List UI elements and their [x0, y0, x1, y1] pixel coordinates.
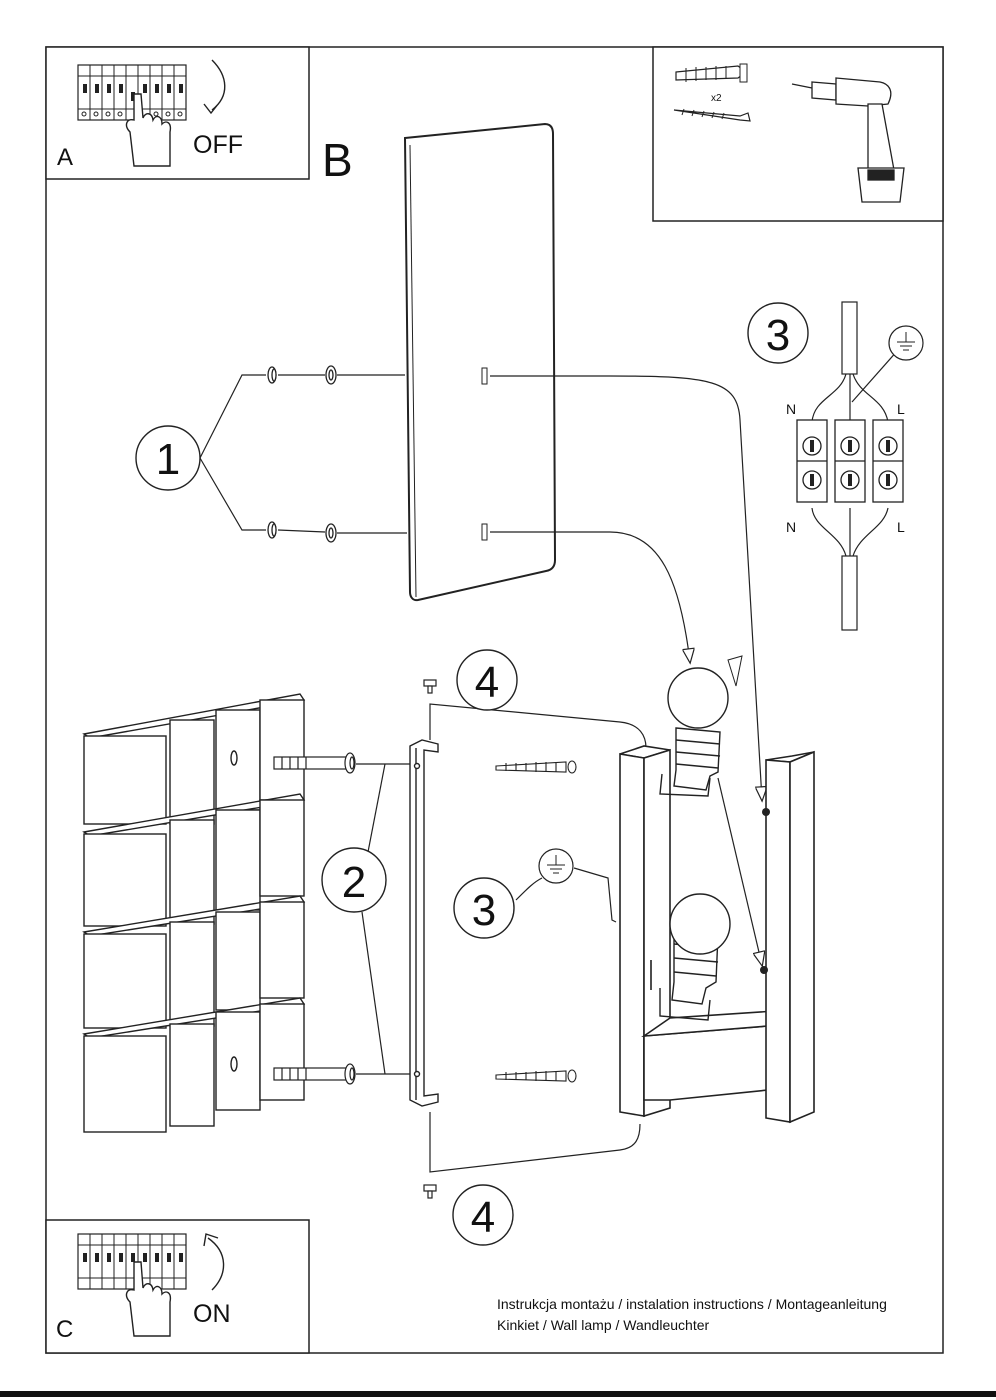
curved-arrow-down-icon [203, 59, 226, 115]
step-4-badge-bottom: 4 [452, 1184, 514, 1246]
drill-icon [791, 77, 905, 203]
washer-set-bottom [267, 521, 337, 543]
panel-c-letter: C [56, 1316, 73, 1343]
anchor-count: x2 [711, 93, 722, 104]
step-3-badge-middle: 3 [453, 877, 515, 939]
svg-text:1: 1 [156, 435, 180, 484]
hand-icon [125, 1261, 172, 1337]
step-4-leader-lines [429, 703, 647, 1173]
svg-text:4: 4 [471, 1193, 495, 1242]
svg-text:2: 2 [342, 858, 366, 907]
caption-line-2: Kinkiet / Wall lamp / Wandleuchter [497, 1317, 710, 1333]
svg-text:3: 3 [472, 886, 496, 935]
neutral-label-bottom: N [786, 519, 796, 535]
fixing-screw-bottom [423, 1184, 437, 1199]
lamp-body [619, 745, 815, 1124]
breaker-panel-icon [77, 64, 187, 121]
breaker-panel-icon [77, 1233, 187, 1290]
ground-symbol-middle-icon [538, 848, 574, 884]
neutral-label-top: N [786, 401, 796, 417]
wall-plug-bottom [273, 1063, 356, 1085]
wall-plug-top [273, 752, 356, 774]
sheet-border [45, 46, 944, 1354]
svg-text:4: 4 [475, 658, 499, 707]
screw-top [495, 760, 577, 774]
step-1-leader-lines [199, 374, 407, 534]
mounting-bracket [409, 739, 439, 1107]
step-2-badge: 2 [321, 847, 387, 913]
wall-tiles [82, 693, 306, 1133]
panel-a-letter: A [57, 144, 73, 171]
wall-plug-icon [675, 63, 748, 83]
screw-icon [673, 108, 751, 122]
panel-a-action: OFF [193, 131, 243, 159]
lamp-fittings [760, 808, 770, 974]
hand-icon [125, 93, 172, 167]
terminal-block-wiring: N L N L [786, 301, 924, 631]
glass-shade [403, 122, 557, 602]
tools-panel: x2 [652, 46, 944, 222]
panel-b-letter: B [322, 134, 353, 186]
assembly-arrows [490, 375, 762, 965]
terminal-blocks [796, 419, 904, 503]
curved-arrow-up-icon [203, 1233, 225, 1291]
step-1-badge: 1 [135, 425, 201, 491]
panel-a-switch-off: OFF A [45, 46, 310, 180]
panel-c-switch-on: ON C [45, 1219, 310, 1354]
svg-text:3: 3 [766, 311, 790, 360]
step-2-leader-lines [356, 763, 410, 1075]
bulb-top-icon [659, 667, 729, 797]
step-4-badge-top: 4 [456, 649, 518, 711]
step-3-badge-top: 3 [747, 302, 809, 364]
ground-symbol-icon [888, 325, 924, 361]
live-label-bottom: L [897, 519, 905, 535]
panel-c-action: ON [193, 1300, 231, 1328]
washer-set-top [267, 365, 337, 385]
caption-line-1: Instrukcja montażu / instalation instruc… [497, 1296, 887, 1312]
live-label-top: L [897, 401, 905, 417]
bulb-bottom-icon [659, 893, 731, 1021]
screw-bottom [495, 1069, 577, 1083]
small-arrow-marker [727, 655, 743, 687]
fixing-screw-top [423, 679, 437, 694]
